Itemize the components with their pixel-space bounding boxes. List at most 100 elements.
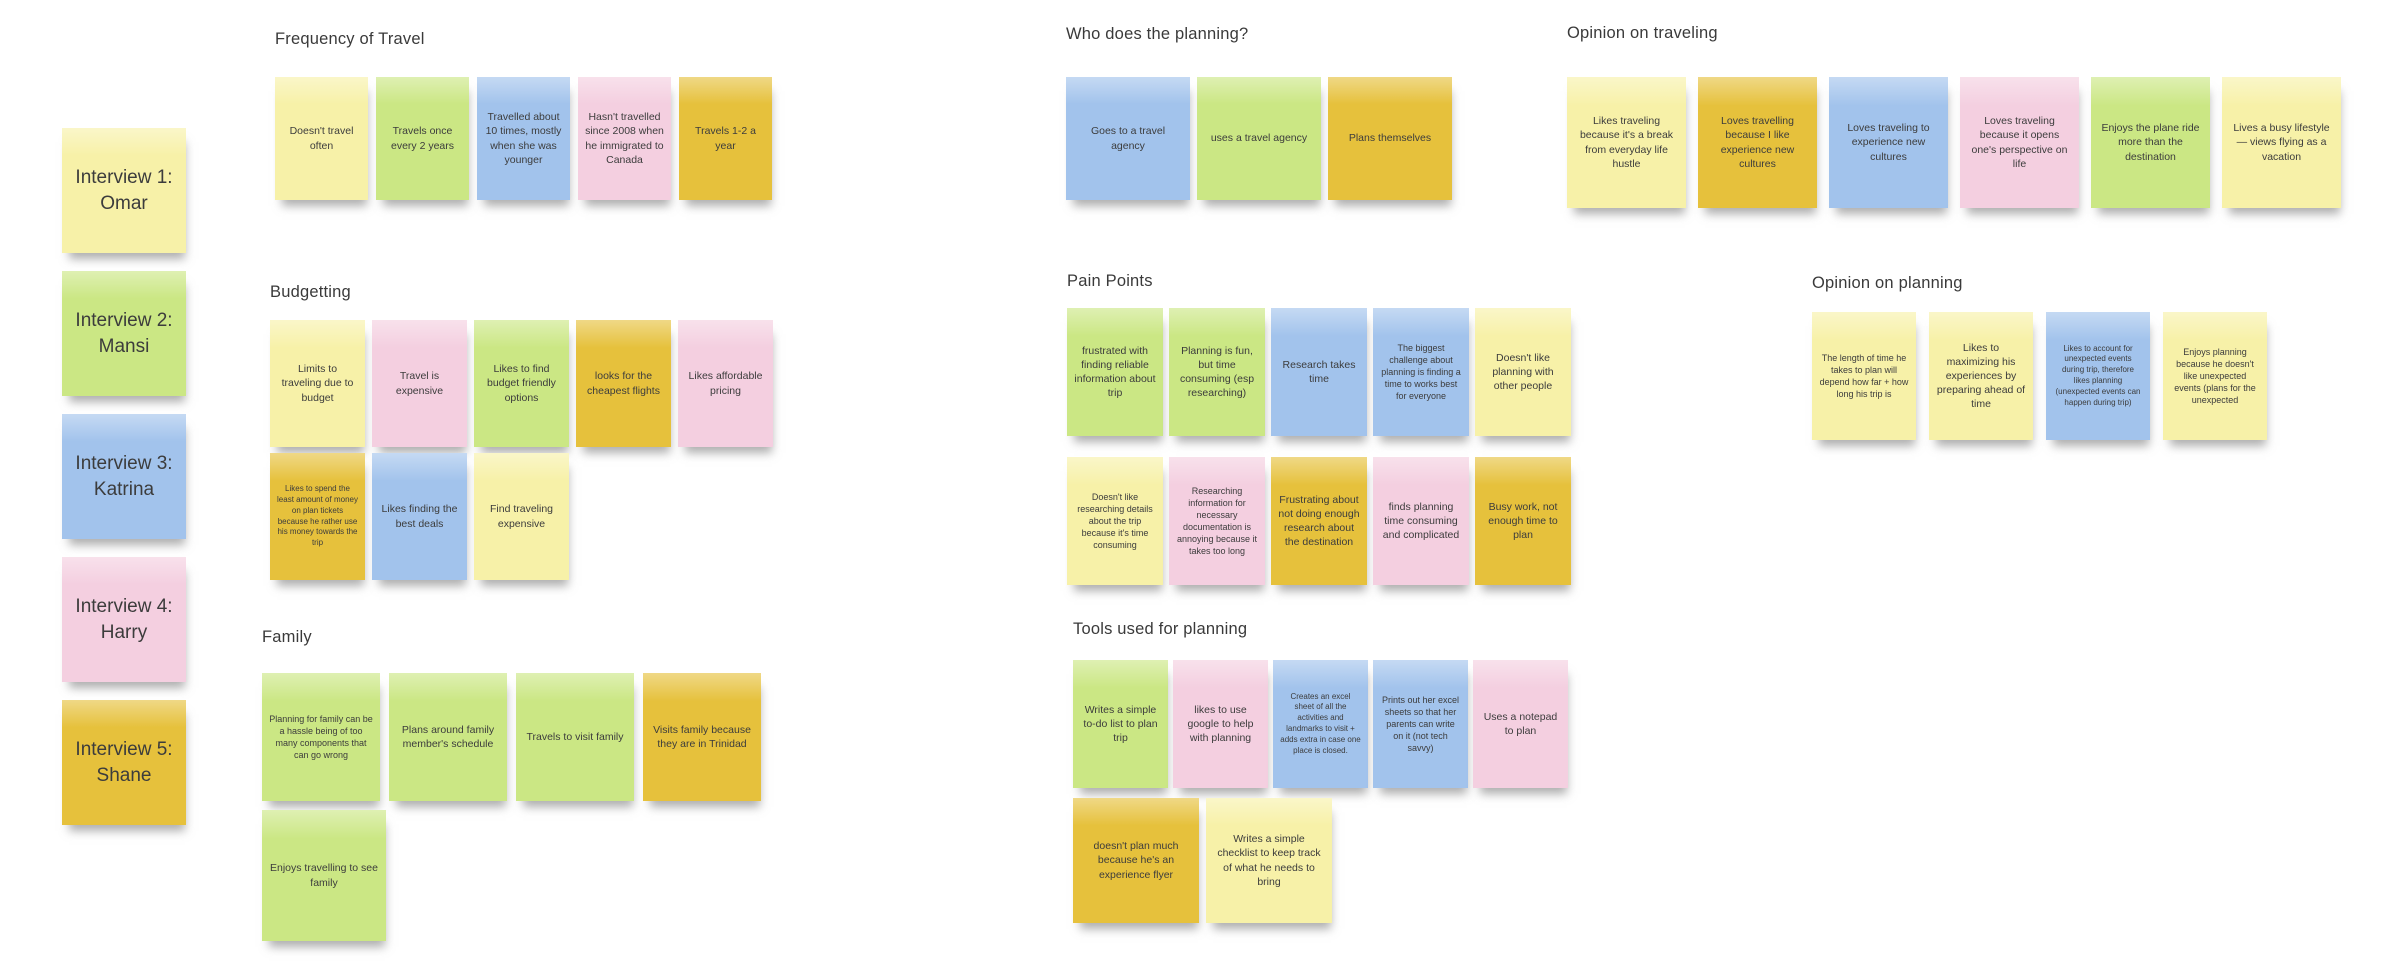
section-title: Pain Points (1067, 272, 1153, 290)
note-row: Doesn't travel often Travels once every 2… (275, 77, 772, 200)
note-text: The length of time he takes to plan will… (1819, 352, 1909, 400)
note-text: Interview 5: Shane (75, 739, 173, 786)
sticky-note[interactable]: Likes to find budget friendly options (474, 320, 569, 447)
sticky-note[interactable]: Research takes time (1271, 308, 1367, 436)
note-text: Travels once every 2 years (390, 125, 455, 152)
section-who-does-the-planning: Who does the planning?Goes to a travel a… (1066, 25, 1452, 200)
sticky-note[interactable]: Researching information for necessary do… (1169, 457, 1265, 585)
sticky-note[interactable]: Travelled about 10 times, mostly when sh… (477, 77, 570, 200)
sticky-note[interactable]: Plans around family member's schedule (389, 673, 507, 801)
section-title: Budgetting (270, 283, 351, 301)
note-text: Interview 4: Harry (75, 596, 173, 643)
note-row: Enjoys travelling to see family (262, 810, 386, 941)
note-text: Likes to find budget friendly options (487, 363, 556, 404)
sticky-note[interactable]: Likes affordable pricing (678, 320, 773, 447)
sticky-note[interactable]: Planning for family can be a hassle bein… (262, 673, 380, 801)
sticky-note[interactable]: Likes to spend the least amount of money… (270, 453, 365, 580)
sticky-note[interactable]: Plans themselves (1328, 77, 1452, 200)
sticky-note[interactable]: Uses a notepad to plan (1473, 660, 1568, 788)
sticky-note[interactable]: doesn't plan much because he's an experi… (1073, 798, 1199, 923)
interview-note[interactable]: Interview 2: Mansi (62, 271, 186, 396)
sticky-note[interactable]: Find traveling expensive (474, 453, 569, 580)
sticky-note[interactable]: Likes to maximizing his experiences by p… (1929, 312, 2033, 440)
sticky-note[interactable]: looks for the cheapest flights (576, 320, 671, 447)
note-text: Travels to visit family (526, 730, 624, 743)
sticky-note[interactable]: Loves traveling to experience new cultur… (1829, 77, 1948, 208)
sticky-note[interactable]: Likes to account for unexpected events d… (2046, 312, 2150, 440)
note-text: Visits family because they are in Trinid… (653, 723, 751, 750)
note-row: Likes to spend the least amount of money… (270, 453, 569, 580)
note-text: Interview 1: Omar (75, 167, 173, 214)
sticky-note[interactable]: Lives a busy lifestyle— views flying as … (2222, 77, 2341, 208)
note-text: Enjoys planning because he doesn't like … (2174, 346, 2256, 406)
sticky-note[interactable]: Loves traveling because it opens one's p… (1960, 77, 2079, 208)
section-title: Family (262, 628, 312, 646)
note-row: doesn't plan much because he's an experi… (1073, 798, 1332, 923)
note-text: Researching information for necessary do… (1176, 485, 1258, 557)
note-text: Likes traveling because it's a break fro… (1579, 115, 1674, 170)
note-text: Likes to maximizing his experiences by p… (1936, 341, 2026, 411)
sticky-note[interactable]: Loves travelling because I like experien… (1698, 77, 1817, 208)
section-pain-points: Pain Points frustrated with finding relia… (1067, 272, 1571, 585)
sticky-note[interactable]: Planning is fun, but time consuming (esp… (1169, 308, 1265, 436)
note-text: Interview 3: Katrina (75, 453, 173, 500)
sticky-note[interactable]: Goes to a travel agency (1066, 77, 1190, 200)
sticky-note[interactable]: uses a travel agency (1197, 77, 1321, 200)
note-text: Find traveling expensive (489, 503, 554, 530)
note-text: looks for the cheapest flights (587, 370, 660, 397)
note-text: Planning for family can be a hassle bein… (269, 713, 373, 761)
sticky-note[interactable]: Limits to traveling due to budget (270, 320, 365, 447)
interview-note[interactable]: Interview 1: Omar (62, 128, 186, 253)
sticky-note[interactable]: Travels to visit family (516, 673, 634, 801)
note-text: Likes to spend the least amount of money… (277, 484, 358, 548)
note-text: Busy work, not enough time to plan (1488, 500, 1558, 542)
sticky-note[interactable]: Enjoys planning because he doesn't like … (2163, 312, 2267, 440)
note-text: Plans themselves (1348, 132, 1432, 145)
sticky-note[interactable]: The length of time he takes to plan will… (1812, 312, 1916, 440)
sticky-note[interactable]: finds planning time consuming and compli… (1373, 457, 1469, 585)
note-text: Doesn't like researching details about t… (1077, 491, 1153, 551)
interview-note[interactable]: Interview 3: Katrina (62, 414, 186, 539)
note-text: The biggest challenge about planning is … (1381, 342, 1461, 402)
sticky-note[interactable]: Writes a simple to-do list to plan trip (1073, 660, 1168, 788)
note-row: Goes to a travel agency uses a travel age… (1066, 77, 1452, 200)
sticky-note[interactable]: Busy work, not enough time to plan (1475, 457, 1571, 585)
sticky-note[interactable]: Doesn't travel often (275, 77, 368, 200)
sticky-note[interactable]: likes to use google to help with plannin… (1173, 660, 1268, 788)
sticky-note[interactable]: frustrated with finding reliable informa… (1067, 308, 1163, 436)
sticky-note[interactable]: Enjoys the plane ride more than the dest… (2091, 77, 2210, 208)
sticky-note[interactable]: Likes finding the best deals (372, 453, 467, 580)
sticky-note[interactable]: Travel is expensive (372, 320, 467, 447)
sticky-note[interactable]: Creates an excel sheet of all the activi… (1273, 660, 1368, 788)
sticky-note[interactable]: Enjoys travelling to see family (262, 810, 386, 941)
note-text: Loves traveling because it opens one's p… (1971, 115, 2068, 170)
note-row: Doesn't like researching details about t… (1067, 457, 1571, 585)
sticky-note[interactable]: Travels once every 2 years (376, 77, 469, 200)
sticky-note[interactable]: Travels 1-2 a year (679, 77, 772, 200)
interview-note[interactable]: Interview 4: Harry (62, 557, 186, 682)
note-text: Goes to a travel agency (1090, 125, 1166, 152)
note-text: Travelled about 10 times, mostly when sh… (485, 111, 562, 166)
note-text: Enjoys the plane ride more than the dest… (2101, 122, 2200, 163)
sticky-note[interactable]: Prints out her excel sheets so that her … (1373, 660, 1468, 788)
sticky-note[interactable]: Frustrating about not doing enough resea… (1271, 457, 1367, 585)
sticky-note[interactable]: Visits family because they are in Trinid… (643, 673, 761, 801)
note-text: Loves travelling because I like experien… (1720, 115, 1795, 170)
note-text: doesn't plan much because he's an experi… (1093, 840, 1179, 881)
sticky-note[interactable]: Doesn't like researching details about t… (1067, 457, 1163, 585)
sticky-note[interactable]: Doesn't like planning with other people (1475, 308, 1571, 436)
note-text: Prints out her excel sheets so that her … (1381, 694, 1460, 754)
note-row: The length of time he takes to plan will… (1812, 312, 2267, 440)
sticky-note[interactable]: Likes traveling because it's a break fro… (1567, 77, 1686, 208)
note-text: Doesn't like planning with other people (1492, 351, 1554, 393)
interview-note[interactable]: Interview 5: Shane (62, 700, 186, 825)
sticky-note[interactable]: The biggest challenge about planning is … (1373, 308, 1469, 436)
sticky-note[interactable]: Hasn't travelled since 2008 when he immi… (578, 77, 671, 200)
note-text: Travel is expensive (395, 370, 444, 397)
sticky-note[interactable]: Writes a simple checklist to keep track … (1206, 798, 1332, 923)
